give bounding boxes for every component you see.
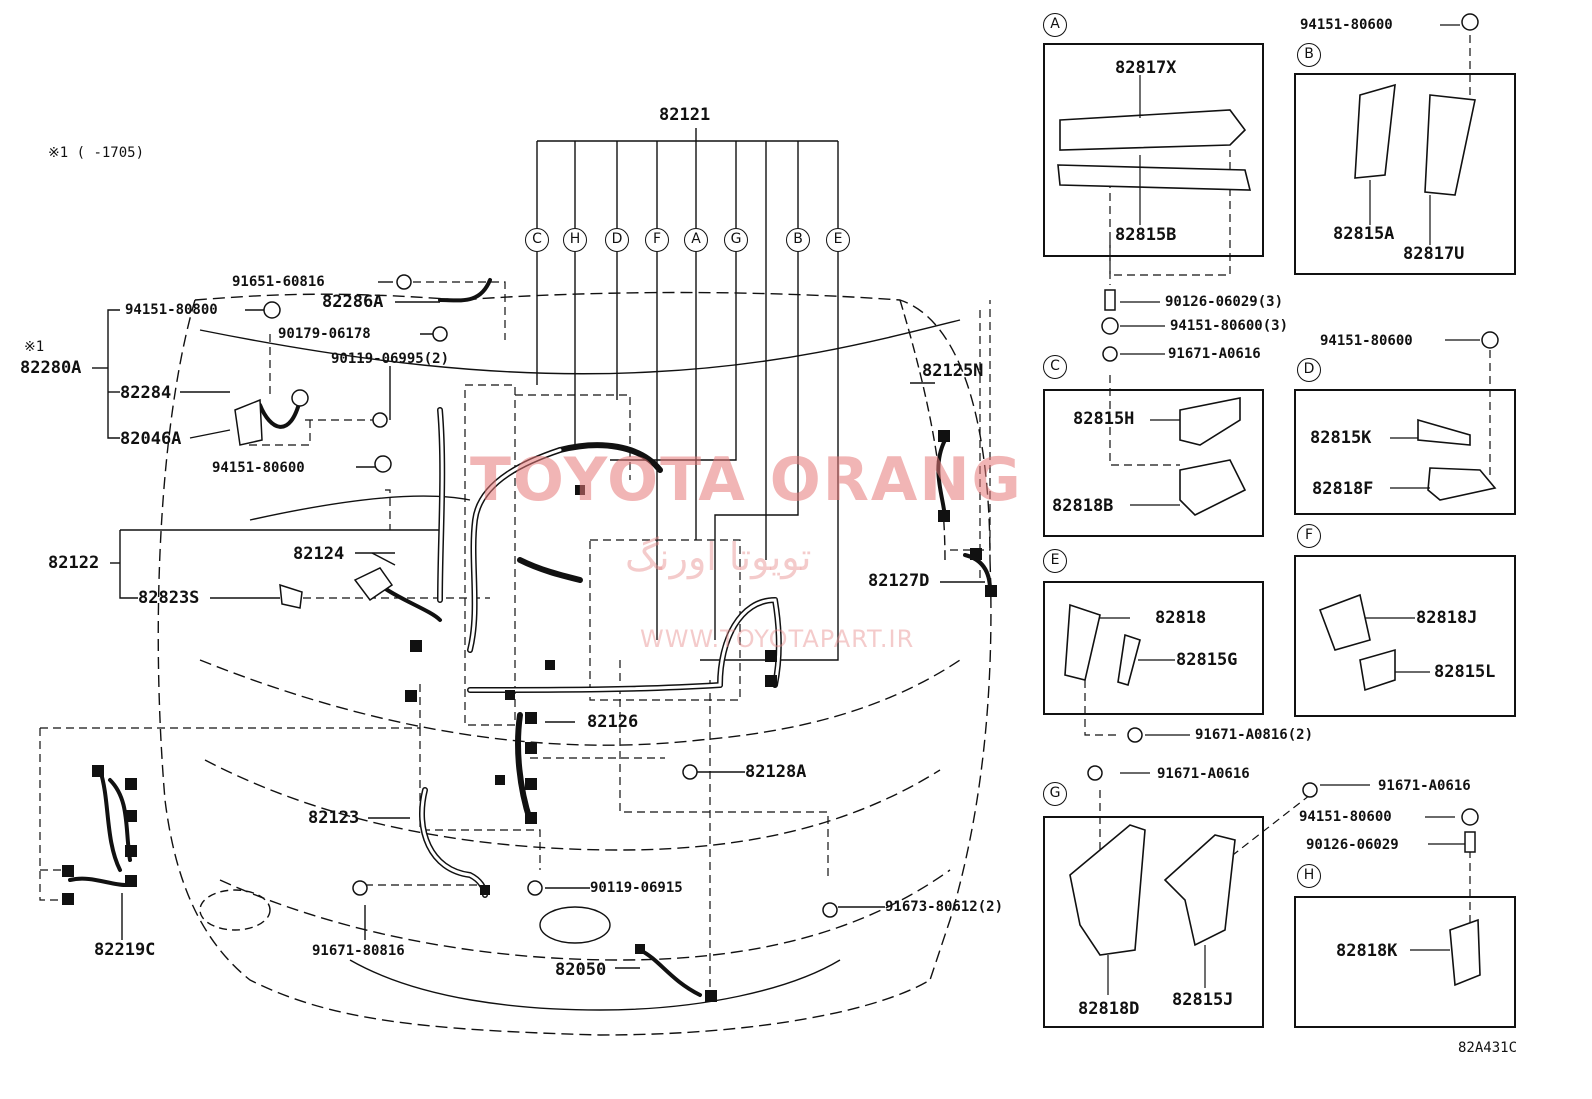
part-82123: 82123 (308, 808, 360, 828)
panel-H-part-82818K: 82818K (1336, 941, 1398, 961)
panel-D-part-82818F: 82818F (1312, 479, 1374, 499)
panel-C-letter: C (1043, 355, 1067, 379)
panel-F (1294, 555, 1516, 717)
part-82121: 82121 (659, 105, 711, 125)
panel-F-part-82815L: 82815L (1434, 662, 1496, 682)
panel-D-letter: D (1297, 358, 1321, 382)
bracket-82280A (107, 309, 120, 439)
car-body-right (929, 559, 992, 981)
car-cowl (199, 319, 961, 375)
panel-H (1294, 896, 1516, 1028)
callout-A: A (684, 228, 708, 252)
callout-H: H (563, 228, 587, 252)
part-82284: 82284 (120, 383, 172, 403)
part-82126: 82126 (587, 712, 639, 732)
part-82125N: 82125N (922, 361, 984, 381)
part-94151-80800: 94151-80800 (125, 302, 218, 318)
part-91673-80612: 91673-80612(2) (885, 899, 1004, 915)
part-91671-A0616-c: 91671-A0616 (1168, 346, 1261, 362)
car-hood-line (199, 659, 961, 746)
panel-H-part-91671-A0616: 91671-A0616 (1378, 778, 1471, 794)
car-fog-left (199, 889, 271, 931)
part-94151-80600-3: 94151-80600(3) (1170, 318, 1289, 334)
panel-C (1043, 389, 1264, 537)
car-grille-curve (349, 959, 841, 1011)
panel-H-letter: H (1297, 864, 1321, 888)
panel-A-letter: A (1043, 13, 1067, 37)
car-body-outline (194, 291, 991, 561)
callout-D: D (605, 228, 629, 252)
panel-B-part-82815A: 82815A (1333, 224, 1395, 244)
part-82286A: 82286A (322, 292, 384, 312)
panel-C-part-82818B: 82818B (1052, 496, 1114, 516)
part-90119-06995: 90119-06995(2) (331, 351, 450, 367)
part-82127D: 82127D (868, 571, 930, 591)
panel-E-part-82818: 82818 (1155, 608, 1207, 628)
watermark-persian: تویوتا اورنگ (625, 535, 812, 579)
applicability-note: ※1 ( -1705) (48, 145, 145, 161)
part-82124: 82124 (293, 544, 345, 564)
panel-F-part-82818J: 82818J (1416, 608, 1478, 628)
panel-E-letter: E (1043, 549, 1067, 573)
part-82122: 82122 (48, 553, 100, 573)
panel-B (1294, 73, 1516, 275)
part-82823S: 82823S (138, 588, 200, 608)
panel-F-letter: F (1297, 524, 1321, 548)
panel-D-part-82815K: 82815K (1310, 428, 1372, 448)
car-lower-line (219, 869, 951, 961)
callout-E: E (826, 228, 850, 252)
callout-B: B (786, 228, 810, 252)
watermark-site: WWW.TOYOTAPART.IR (640, 625, 915, 653)
part-82280A: 82280A (20, 358, 82, 378)
panel-H-part-90126-06029: 90126-06029 (1306, 837, 1399, 853)
car-emblem (539, 906, 611, 944)
panel-G-part-82818D: 82818D (1078, 999, 1140, 1019)
part-82219C: 82219C (94, 940, 156, 960)
panel-E (1043, 581, 1264, 715)
car-fender-right (899, 299, 946, 561)
part-82046A: 82046A (120, 429, 182, 449)
part-90126-06029-3: 90126-06029(3) (1165, 294, 1284, 310)
panel-A (1043, 43, 1264, 257)
panel-G-part-82815J: 82815J (1172, 990, 1234, 1010)
panel-E-part-91671-A0816: 91671-A0816(2) (1195, 727, 1314, 743)
note-marker-82280A: ※1 (24, 339, 45, 355)
car-inner-line (249, 495, 471, 521)
panel-B-part-82817U: 82817U (1403, 244, 1465, 264)
part-82050: 82050 (555, 960, 607, 980)
part-82128A: 82128A (745, 762, 807, 782)
panel-H-part-94151-80600: 94151-80600 (1299, 809, 1392, 825)
car-bumper-line (204, 759, 941, 851)
watermark-brand: TOYOTA ORANG (470, 445, 1023, 515)
part-91651-60816: 91651-60816 (232, 274, 325, 290)
panel-A-part-82815B: 82815B (1115, 225, 1177, 245)
part-91671-80816: 91671-80816 (312, 943, 405, 959)
panel-G-letter: G (1043, 782, 1067, 806)
car-body-left (157, 299, 931, 1036)
panel-G-part-91671-A0616: 91671-A0616 (1157, 766, 1250, 782)
panel-G (1043, 816, 1264, 1028)
part-90179-06178: 90179-06178 (278, 326, 371, 342)
panel-D-part-94151-80600: 94151-80600 (1320, 333, 1413, 349)
part-94151-80600-main: 94151-80600 (212, 460, 305, 476)
panel-B-letter: B (1297, 43, 1321, 67)
diagram-code: 82A431C (1458, 1040, 1518, 1056)
panel-B-part-94151-80600: 94151-80600 (1300, 17, 1393, 33)
part-90119-06915: 90119-06915 (590, 880, 683, 896)
callout-C: C (525, 228, 549, 252)
callout-F: F (645, 228, 669, 252)
panel-A-part-82817X: 82817X (1115, 58, 1177, 78)
callout-G: G (724, 228, 748, 252)
panel-C-part-82815H: 82815H (1073, 409, 1135, 429)
panel-E-part-82815G: 82815G (1176, 650, 1238, 670)
panel-D (1294, 389, 1516, 515)
